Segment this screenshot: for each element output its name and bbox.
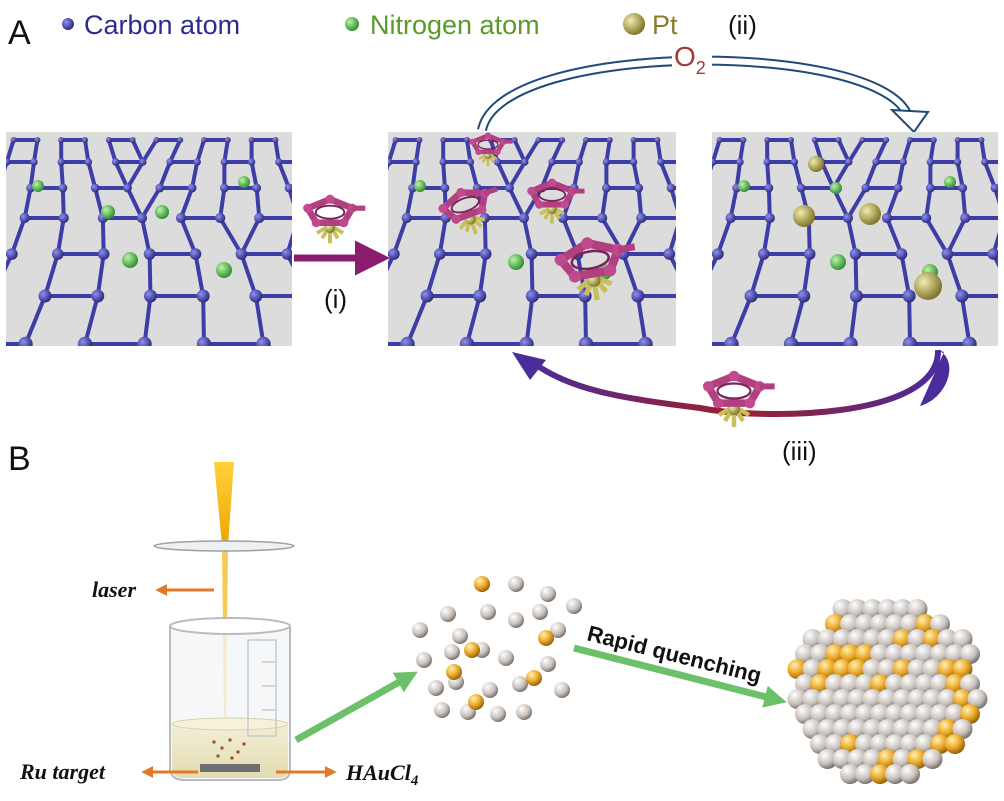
legend-pt-label: Pt — [652, 10, 678, 40]
ru-atom — [532, 604, 548, 620]
panel-b-label: B — [8, 440, 31, 478]
nitrogen-atoms-1 — [32, 176, 250, 278]
green-arrow-1 — [294, 671, 418, 744]
ru-atom — [412, 622, 428, 638]
ru-atom — [508, 576, 524, 592]
arrow-ii — [477, 38, 930, 134]
pt-legend-swatch — [623, 13, 645, 35]
legend-nitrogen-label: Nitrogen atom — [370, 10, 540, 40]
step-ii-label: (ii) — [728, 10, 757, 40]
ru-atom — [566, 598, 582, 614]
step-iii-label: (iii) — [782, 436, 817, 466]
au-atom — [526, 670, 542, 686]
au-atom — [464, 642, 480, 658]
ru-atom — [550, 622, 566, 638]
step-i-label: (i) — [324, 284, 347, 314]
graphene-lattice-1 — [6, 137, 292, 346]
laser-label: laser — [92, 577, 136, 602]
ru-atom — [498, 650, 514, 666]
au-atom — [446, 664, 462, 680]
ru-atom — [452, 628, 468, 644]
graphene-lattice-3 — [712, 137, 998, 346]
haucl4-label: HAuCl4 — [345, 760, 419, 789]
legend: Carbon atom Nitrogen atom Pt — [62, 10, 678, 40]
au-atom — [468, 694, 484, 710]
green-arrow-2 — [573, 644, 787, 708]
focusing-lens — [153, 540, 295, 552]
carbon-legend-swatch — [62, 18, 74, 30]
legend-carbon-label: Carbon atom — [84, 10, 240, 40]
ru-atom — [512, 676, 528, 692]
ru-atom — [434, 702, 450, 718]
ru-atom — [444, 644, 460, 660]
ru-atom — [440, 606, 456, 622]
o2-label: O2 — [674, 41, 706, 78]
ru-atom — [416, 652, 432, 668]
au-atom — [474, 576, 490, 592]
beaker — [169, 617, 291, 781]
ru-atom — [540, 586, 556, 602]
ru-atom — [490, 706, 506, 722]
ru-atom — [482, 682, 498, 698]
pt-atoms-3 — [793, 156, 942, 300]
ru-atom — [516, 704, 532, 720]
precursor-molecule-i — [303, 194, 366, 244]
nitrogen-legend-swatch — [345, 17, 359, 31]
au-atom — [538, 630, 554, 646]
pt-precursor-molecules — [438, 132, 636, 301]
precursor-molecule-iii — [702, 370, 775, 427]
ru-atom — [508, 612, 524, 628]
arrow-iii — [512, 349, 950, 417]
ru-atom — [428, 680, 444, 696]
ru-target — [200, 764, 260, 772]
dispersed-atoms — [412, 576, 582, 722]
ru-atom — [480, 604, 496, 620]
ru-atom — [554, 682, 570, 698]
ru-atom — [540, 656, 556, 672]
alloy-nanoparticle — [787, 599, 988, 784]
ru-target-label: Ru target — [19, 759, 106, 784]
panel-a-label: A — [8, 14, 31, 52]
